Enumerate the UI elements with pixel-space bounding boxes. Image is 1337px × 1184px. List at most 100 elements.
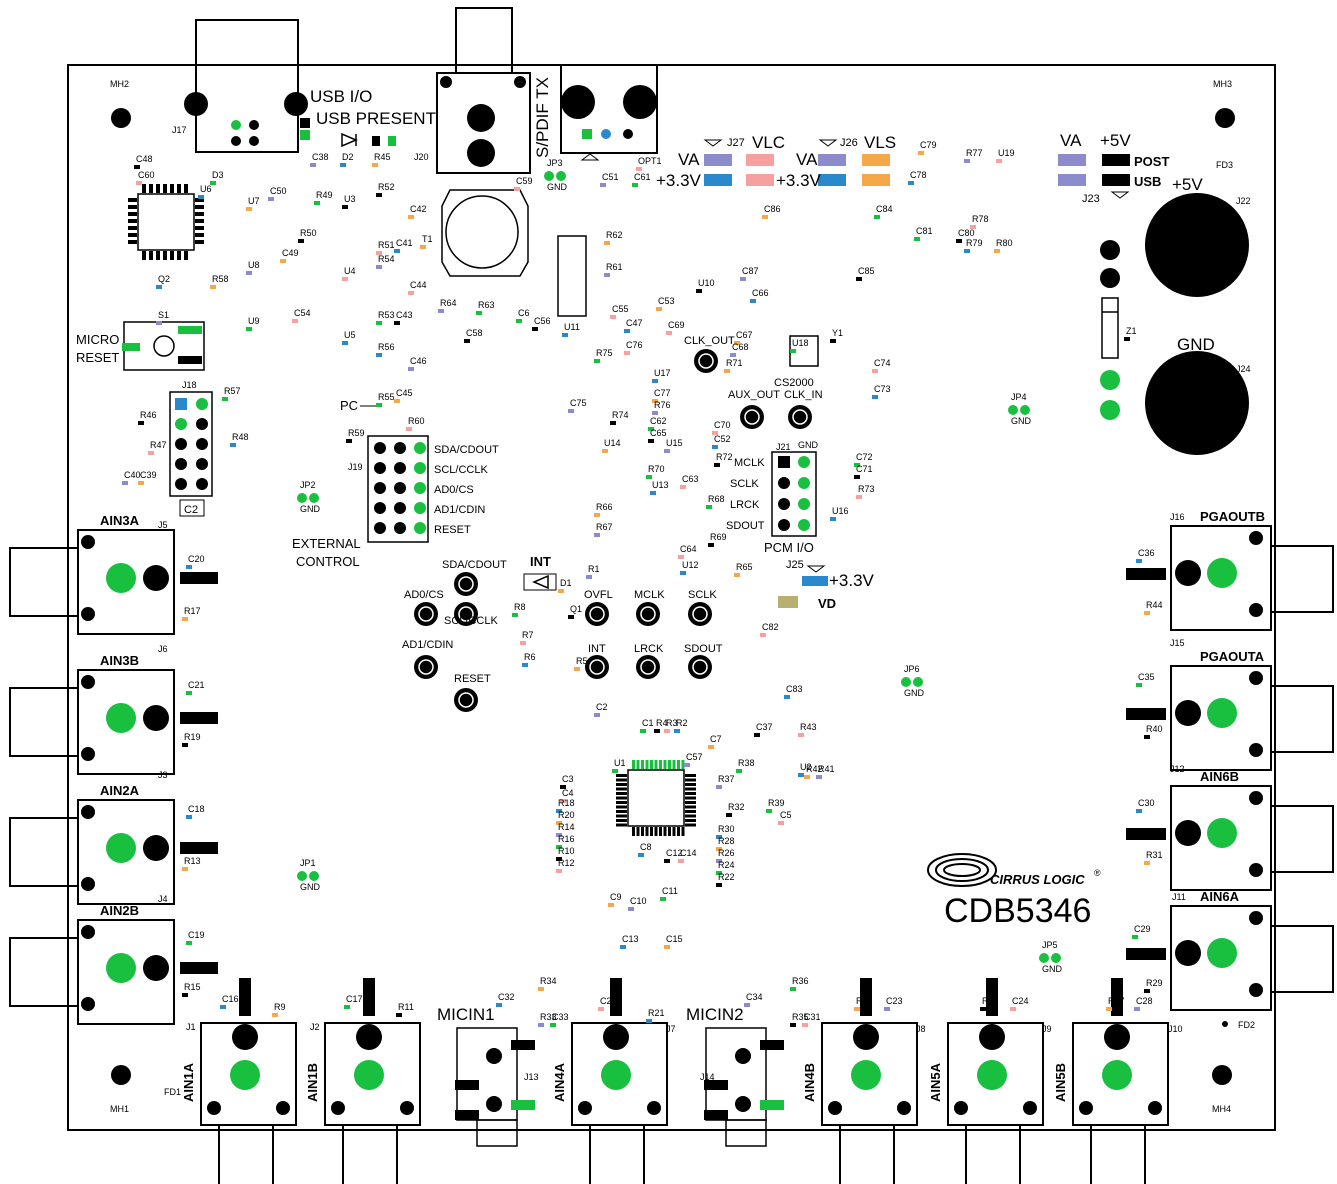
refdes-r69: R69 [710, 532, 727, 542]
control-label: CONTROL [296, 554, 360, 569]
refdes-d1: D1 [560, 578, 572, 588]
j23-5v-label: +5V [1100, 131, 1131, 150]
refdes-r33: R33 [540, 1012, 557, 1022]
jack-ain1b[interactable] [324, 978, 421, 1184]
label-ain6a: AIN6A [1200, 889, 1240, 904]
jack-ain4b[interactable] [821, 978, 918, 1184]
label-ain5a: AIN5A [928, 1062, 943, 1102]
refdes-r19: R19 [184, 732, 201, 742]
tp-label-clk_in: CLK_IN [784, 389, 823, 401]
refdes-c58: C58 [466, 328, 483, 338]
pad-u15 [664, 449, 670, 453]
pad-u12 [680, 571, 686, 575]
refdes-c81: C81 [916, 226, 933, 236]
refdes-c65: C65 [650, 428, 667, 438]
fd1-label: FD1 [164, 1087, 181, 1097]
refdes-r26: R26 [718, 848, 735, 858]
pad-c52 [712, 445, 718, 449]
refdes-r44: R44 [1146, 600, 1163, 610]
jack-ain1a[interactable] [200, 978, 297, 1184]
pad-q1 [568, 615, 574, 619]
j23-va-label: VA [1060, 131, 1082, 150]
jack-ain3b[interactable] [9, 669, 218, 775]
pad-r75 [594, 359, 600, 363]
pad-r39 [766, 809, 772, 813]
jack-ain6a[interactable] [1126, 905, 1334, 1011]
plus5v-terminal [1100, 193, 1249, 297]
refdes-r71: R71 [726, 358, 743, 368]
pad-c41 [394, 249, 400, 253]
j26-jumper [818, 139, 890, 186]
gnd-jumper-jp1[interactable] [297, 871, 319, 881]
pad-r11 [396, 1013, 402, 1017]
jack-pgaoutb[interactable] [1126, 525, 1334, 631]
jp-gnd-5: GND [904, 688, 925, 698]
refdes-r60: R60 [408, 416, 425, 426]
refdes-u7: U7 [248, 196, 260, 206]
jack-ain2b[interactable] [9, 919, 218, 1025]
refdes-c20: C20 [188, 554, 205, 564]
jack-ain5b[interactable] [1072, 978, 1169, 1184]
pad-r73 [856, 495, 862, 499]
refdes-j1: J1 [186, 1022, 196, 1032]
refdes-r62: R62 [606, 230, 623, 240]
mounting-hole-mh3 [1215, 108, 1235, 128]
refdes-r47: R47 [150, 440, 167, 450]
jack-ain3a[interactable] [9, 529, 218, 635]
pad-c10 [628, 907, 634, 911]
refdes-r30: R30 [718, 824, 735, 834]
gnd-jumper-jp3[interactable] [544, 171, 566, 181]
jack-ain6b[interactable] [1126, 785, 1334, 891]
refdes-r65: R65 [736, 562, 753, 572]
mounting-hole-mh2 [111, 108, 131, 128]
refdes-c32: C32 [498, 992, 515, 1002]
refdes-c22: C22 [600, 996, 617, 1006]
refdes-r11: R11 [398, 1002, 414, 1012]
gnd-jumper-jp6[interactable] [901, 677, 923, 687]
refdes-c60: C60 [138, 170, 155, 180]
jack-micin1[interactable] [455, 1027, 535, 1147]
pad-r65 [734, 573, 740, 577]
pad-r74 [610, 421, 616, 425]
refdes-r58: R58 [212, 274, 229, 284]
refdes-c70: C70 [714, 420, 731, 430]
jack-ain2a[interactable] [9, 799, 218, 905]
refdes-r55: R55 [378, 392, 395, 402]
refdes-c16: C16 [222, 994, 239, 1004]
refdes-c63: C63 [682, 474, 699, 484]
refdes-d3: D3 [212, 170, 224, 180]
jack-pgaouta[interactable] [1126, 665, 1334, 771]
jack-ain5a[interactable] [947, 978, 1044, 1184]
pad-c69 [666, 331, 672, 335]
refdes-j15: J15 [1170, 638, 1185, 648]
pad-c48 [134, 165, 140, 169]
pad-c78 [908, 181, 914, 185]
gnd-jumper-jp2[interactable] [297, 493, 319, 503]
refdes-r15: R15 [184, 982, 201, 992]
tp-label-ad0: AD0/CS [404, 589, 444, 601]
pad-c28 [1134, 1007, 1140, 1011]
gnd-jumper-jp4[interactable] [1008, 405, 1030, 415]
plus5v-label: +5V [1172, 175, 1203, 194]
label-ain1b: AIN1B [305, 1063, 320, 1102]
jack-ain4a[interactable] [571, 978, 668, 1184]
pad-c8 [638, 853, 644, 857]
pad-c14 [678, 859, 684, 863]
jack-micin2[interactable] [704, 1027, 784, 1147]
label-micin2: MICIN2 [686, 1005, 744, 1024]
cs2000-label: CS2000 [774, 377, 814, 389]
refdes-c30: C30 [1138, 798, 1155, 808]
gnd-jumper-jp5[interactable] [1039, 953, 1061, 963]
refdes-j14: J14 [700, 1072, 715, 1082]
j21-gnd-label: GND [798, 440, 819, 450]
refdes-c23: C23 [886, 996, 903, 1006]
refdes-c39: C39 [140, 470, 157, 480]
pad-r59 [346, 439, 352, 443]
micro-reset-switch[interactable] [122, 321, 205, 371]
pad-c17 [344, 1005, 350, 1009]
refdes-c2: C2 [596, 702, 608, 712]
pad-opt1 [636, 167, 642, 171]
refdes-r12: R12 [558, 858, 575, 868]
board-outline [67, 64, 1276, 1131]
